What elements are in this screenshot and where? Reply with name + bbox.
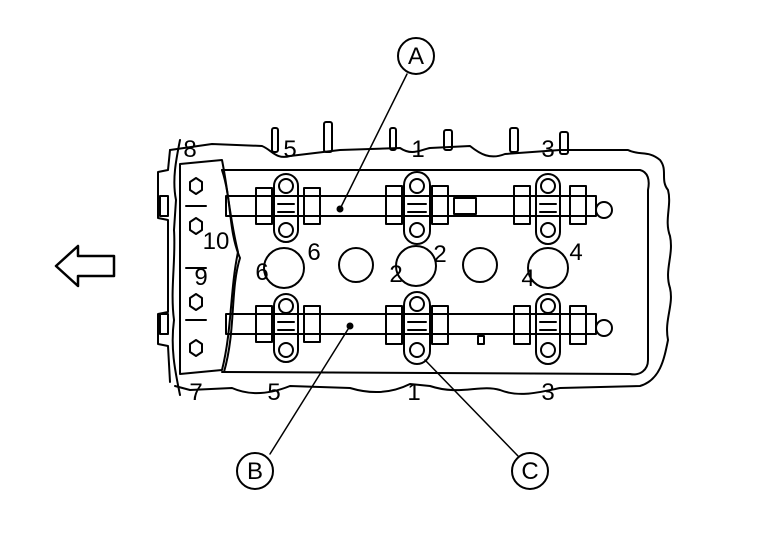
callout-b: B [236,452,274,490]
number-1-bottom: 1 [407,379,420,406]
leader-b [269,325,351,455]
middle-numbers: 6 6 2 2 4 4 [255,239,582,292]
number-1-top: 1 [411,136,424,163]
middle-bolts [263,245,569,289]
number-10: 10 [203,228,230,255]
lower-camshaft [159,305,613,345]
plug-hole-2 [462,247,498,283]
cylinder-head-outline [157,139,672,396]
bolt-9 [189,293,203,311]
upper-camshaft [159,185,613,225]
callout-a: A [397,37,435,75]
left-numbers: 10 9 [194,228,229,291]
leader-lines [269,73,519,457]
number-3-top: 3 [541,136,554,163]
bottom-row-numbers: 7 5 1 3 [189,379,554,406]
number-9: 9 [194,264,207,291]
number-8: 8 [183,136,196,163]
bolt-2 [395,245,437,287]
number-4-right: 4 [569,239,582,266]
number-6-right: 6 [307,239,320,266]
arrow-left-icon [54,244,116,288]
number-2-right: 2 [433,241,446,268]
callout-b-label: B [247,458,263,485]
number-6-left: 6 [255,259,268,286]
number-4-left: 4 [521,265,534,292]
number-5-bottom: 5 [267,379,280,406]
bolt-7 [189,339,203,357]
bolt-4 [527,247,569,289]
plug-hole-1 [338,247,374,283]
number-5-top: 5 [283,136,296,163]
bolt-8 [189,177,203,195]
bolt-10 [189,217,203,235]
number-7: 7 [189,379,202,406]
callout-a-label: A [408,43,424,70]
front-plate [179,159,239,375]
top-studs [271,121,569,155]
number-2-left: 2 [389,261,402,288]
leader-c [424,359,519,457]
bolt-6 [263,247,305,289]
upper-bracket-caps [273,171,561,245]
number-3-bottom: 3 [541,379,554,406]
callout-c: C [511,452,549,490]
top-row-numbers: 8 5 1 3 [183,136,554,163]
callout-c-label: C [521,458,538,485]
lower-bracket-caps [273,291,561,365]
leader-a [339,73,408,210]
